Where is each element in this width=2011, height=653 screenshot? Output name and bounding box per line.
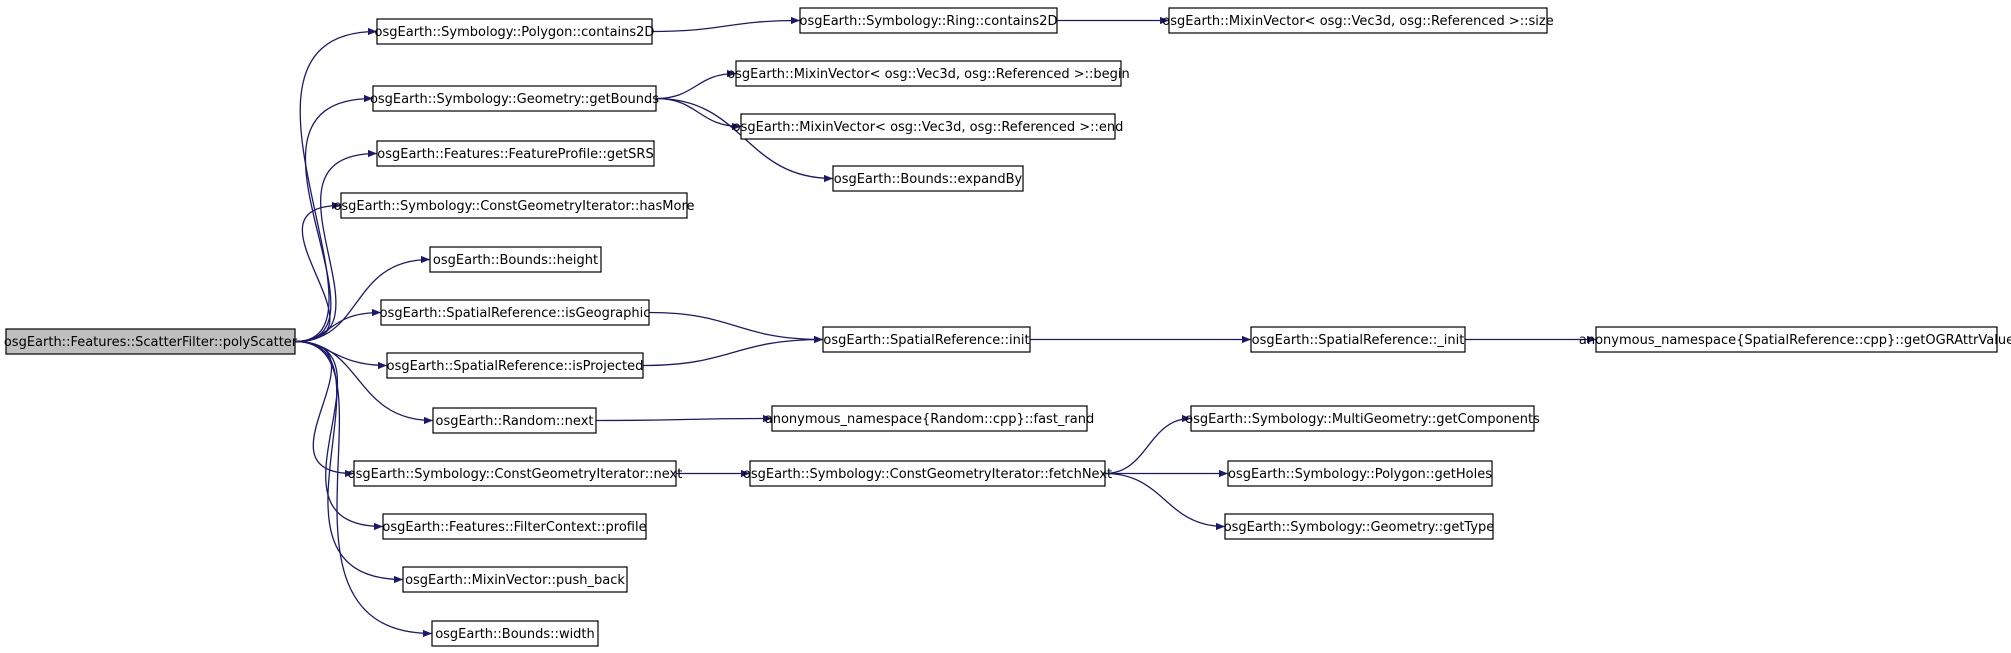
node-label: osgEarth::Symbology::Ring::contains2D (800, 14, 1058, 29)
node-gettype[interactable]: osgEarth::Symbology::Geometry::getType (1224, 513, 1495, 540)
node-label: osgEarth::Bounds::expandBy (834, 172, 1023, 187)
node-label: osgEarth::Bounds::width (435, 627, 595, 642)
edge-poly-contains2d-to-ring-contains2d (651, 16, 801, 33)
node-fast-rand[interactable]: anonymous_namespace{Random::cpp}::fast_r… (765, 405, 1094, 432)
node-label: osgEarth::SpatialReference::_init (1252, 333, 1465, 348)
node-label: osgEarth::Features::ScatterFilter::polyS… (4, 335, 298, 350)
node-mixin-size[interactable]: osgEarth::MixinVector< osg::Vec3d, osg::… (1162, 7, 1554, 34)
node-sr--init[interactable]: osgEarth::SpatialReference::_init (1250, 326, 1466, 353)
node-label: osgEarth::Symbology::MultiGeometry::getC… (1185, 412, 1540, 427)
node-label: osgEarth::MixinVector< osg::Vec3d, osg::… (733, 120, 1124, 135)
node-box (740, 113, 1116, 140)
node-box (382, 513, 647, 540)
node-box (1595, 326, 1998, 353)
node-label: osgEarth::MixinVector< osg::Vec3d, osg::… (1162, 14, 1553, 29)
edge-polyscatter-to-geom-getbounds (294, 94, 374, 343)
node-box (822, 326, 1031, 353)
node-box (432, 407, 597, 434)
node-label: osgEarth::SpatialReference::isGeographic (380, 306, 651, 321)
node-layer: osgEarth::Features::ScatterFilter::polyS… (4, 7, 2011, 647)
node-bounds-height[interactable]: osgEarth::Bounds::height (429, 246, 602, 273)
edge-layer (294, 16, 1596, 638)
node-box (402, 566, 628, 593)
node-geom-getbounds[interactable]: osgEarth::Symbology::Geometry::getBounds (370, 85, 659, 112)
edge-polyscatter-to-profile (294, 340, 384, 531)
edge-polyscatter-to-isprojected (294, 340, 388, 370)
node-label: osgEarth::MixinVector< osg::Vec3d, osg::… (727, 67, 1130, 82)
node-getsrs[interactable]: osgEarth::Features::FeatureProfile::getS… (376, 140, 655, 167)
node-getograttrvalue[interactable]: anonymous_namespace{SpatialReference::cp… (1579, 326, 2011, 353)
node-box (431, 620, 599, 647)
node-label: osgEarth::Symbology::Geometry::getBounds (370, 92, 659, 107)
node-label: osgEarth::Bounds::height (433, 253, 598, 268)
node-label: osgEarth::Symbology::Polygon::contains2D (375, 25, 655, 40)
node-label: osgEarth::SpatialReference::init (823, 333, 1029, 348)
node-box (1168, 7, 1548, 34)
node-getholes[interactable]: osgEarth::Symbology::Polygon::getHoles (1227, 460, 1493, 487)
node-hasmore[interactable]: osgEarth::Symbology::ConstGeometryIterat… (333, 192, 695, 219)
node-label: osgEarth::SpatialReference::isProjected (387, 359, 644, 374)
node-bounds-width[interactable]: osgEarth::Bounds::width (431, 620, 599, 647)
node-cgi-next[interactable]: osgEarth::Symbology::ConstGeometryIterat… (348, 460, 683, 487)
node-bounds-expandby[interactable]: osgEarth::Bounds::expandBy (832, 165, 1024, 192)
node-label: osgEarth::Symbology::ConstGeometryIterat… (743, 467, 1112, 482)
node-mixin-begin[interactable]: osgEarth::MixinVector< osg::Vec3d, osg::… (727, 60, 1130, 87)
node-box (376, 140, 655, 167)
node-sr-init[interactable]: osgEarth::SpatialReference::init (822, 326, 1031, 353)
node-ring-contains2d[interactable]: osgEarth::Symbology::Ring::contains2D (799, 7, 1058, 34)
node-polyscatter[interactable]: osgEarth::Features::ScatterFilter::polyS… (4, 328, 298, 355)
node-box (5, 328, 296, 355)
node-box (832, 165, 1024, 192)
edge-isprojected-to-sr-init (642, 335, 824, 367)
node-label: osgEarth::Symbology::Polygon::getHoles (1228, 467, 1492, 482)
node-push-back[interactable]: osgEarth::MixinVector::push_back (402, 566, 628, 593)
node-profile[interactable]: osgEarth::Features::FilterContext::profi… (382, 513, 647, 540)
edge-fetchnext-to-gettype (1104, 472, 1226, 531)
edge-geom-getbounds-to-mixin-begin (655, 69, 737, 100)
node-box (799, 7, 1058, 34)
node-random-next[interactable]: osgEarth::Random::next (432, 407, 597, 434)
edge-random-next-to-fast-rand (595, 414, 773, 423)
node-fetchnext[interactable]: osgEarth::Symbology::ConstGeometryIterat… (743, 460, 1112, 487)
edge-isgeographic-to-sr-init (648, 311, 824, 344)
node-label: osgEarth::Features::FeatureProfile::getS… (377, 147, 653, 162)
node-label: osgEarth::Symbology::ConstGeometryIterat… (348, 467, 683, 482)
node-label: osgEarth::Symbology::Geometry::getType (1224, 520, 1495, 535)
node-box (735, 60, 1122, 87)
node-box (429, 246, 602, 273)
node-box (1190, 405, 1535, 432)
edge-polyscatter-to-cgi-next (294, 340, 355, 478)
node-label: osgEarth::Symbology::ConstGeometryIterat… (333, 199, 694, 214)
node-label: osgEarth::MixinVector::push_back (405, 573, 625, 588)
node-box (386, 352, 644, 379)
node-box (1250, 326, 1466, 353)
edge-polyscatter-to-hasmore (294, 201, 342, 343)
node-box (749, 460, 1106, 487)
node-getcomponents[interactable]: osgEarth::Symbology::MultiGeometry::getC… (1185, 405, 1540, 432)
edge-polyscatter-to-poly-contains2d (294, 27, 378, 343)
node-box (340, 192, 688, 219)
node-box (1227, 460, 1493, 487)
node-box (771, 405, 1088, 432)
node-box (1224, 513, 1494, 540)
edge-polyscatter-to-bounds-width (294, 340, 433, 638)
node-box (376, 18, 653, 45)
node-isprojected[interactable]: osgEarth::SpatialReference::isProjected (386, 352, 644, 379)
node-mixin-end[interactable]: osgEarth::MixinVector< osg::Vec3d, osg::… (733, 113, 1124, 140)
node-label: anonymous_namespace{Random::cpp}::fast_r… (765, 412, 1094, 427)
edge-polyscatter-to-isgeographic (294, 308, 382, 343)
node-label: osgEarth::Features::FilterContext::profi… (382, 520, 646, 535)
node-label: osgEarth::Random::next (436, 414, 594, 429)
edge-fetchnext-to-getcomponents (1104, 414, 1192, 475)
edge-polyscatter-to-bounds-height (294, 255, 431, 343)
node-box (372, 85, 657, 112)
node-poly-contains2d[interactable]: osgEarth::Symbology::Polygon::contains2D (375, 18, 655, 45)
edge-geom-getbounds-to-mixin-end (655, 97, 742, 131)
edge-polyscatter-to-push-back (294, 340, 404, 584)
node-label: anonymous_namespace{SpatialReference::cp… (1579, 333, 2011, 348)
node-box (353, 460, 677, 487)
node-box (380, 299, 650, 326)
node-isgeographic[interactable]: osgEarth::SpatialReference::isGeographic (380, 299, 651, 326)
